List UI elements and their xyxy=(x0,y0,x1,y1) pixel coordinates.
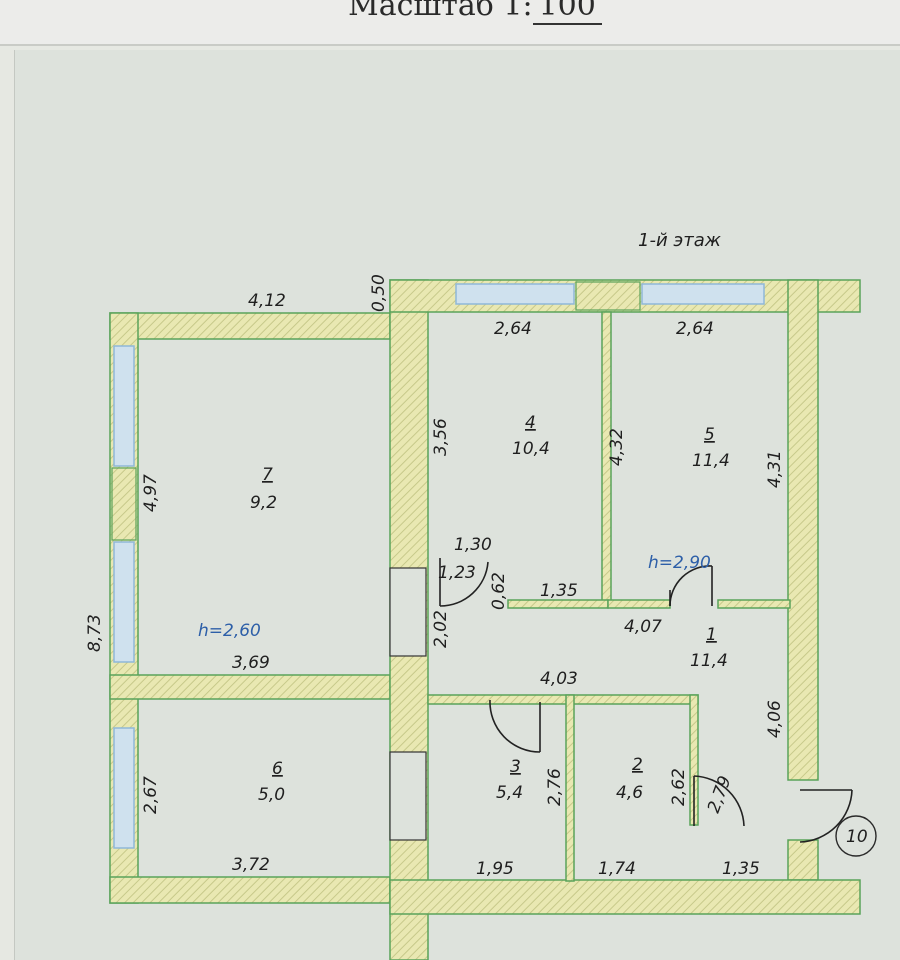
ceiling-height-right: h=2,90 xyxy=(648,553,711,573)
dim-4-12: 4,12 xyxy=(248,291,286,311)
wall-7-6 xyxy=(109,674,391,700)
window-piers xyxy=(111,281,641,541)
dimensions-vertical: 0,50 8,73 4,97 3,56 4,32 4,31 0,62 2,02 … xyxy=(85,274,785,816)
dim-2-64-b: 2,64 xyxy=(676,319,714,339)
room-5-number: 5 xyxy=(704,425,715,445)
dim-2-64-a: 2,64 xyxy=(494,319,532,339)
window-room-7-upper xyxy=(113,345,135,467)
window-room-6 xyxy=(113,727,135,849)
dim-2-02: 2,02 xyxy=(431,610,451,648)
page-header: Масштаб 1:100 xyxy=(0,0,900,46)
door-entrance xyxy=(799,789,853,843)
wall-left-top xyxy=(109,312,391,340)
wall-right-exterior xyxy=(787,279,819,781)
room-4-number: 4 xyxy=(525,413,536,433)
room-3-area: 5,4 xyxy=(496,783,523,803)
room-1-area: 11,4 xyxy=(690,651,728,671)
dim-1-35-b: 1,35 xyxy=(722,859,760,879)
windows xyxy=(113,283,765,849)
scale-value: 100 xyxy=(532,0,602,25)
door-room-4 xyxy=(439,558,489,607)
dimensions-horizontal: 4,12 2,64 2,64 1,30 1,23 1,35 4,07 3,69 … xyxy=(232,291,760,879)
dim-1-35-a: 1,35 xyxy=(540,581,578,601)
dim-4-97: 4,97 xyxy=(141,474,161,512)
pier-left xyxy=(111,467,137,541)
window-room-7-lower xyxy=(113,541,135,663)
opening-lower xyxy=(389,751,427,841)
room-4-area: 10,4 xyxy=(512,439,550,459)
opening-upper xyxy=(389,567,427,657)
wall-right-bottom xyxy=(389,879,861,915)
room-7-number: 7 xyxy=(262,465,273,485)
room-6-area: 5,0 xyxy=(258,785,285,805)
dim-2-62: 2,62 xyxy=(669,768,689,806)
dim-4-03: 4,03 xyxy=(540,669,578,689)
wall-3-2 xyxy=(565,694,575,882)
dim-4-07: 4,07 xyxy=(624,617,662,637)
wall-left-bottom xyxy=(109,876,391,904)
wall-right-lower xyxy=(787,839,819,881)
dim-3-56: 3,56 xyxy=(431,418,451,456)
room-7-area: 9,2 xyxy=(250,493,277,513)
ceiling-height-left: h=2,60 xyxy=(198,621,261,641)
dim-2-76: 2,76 xyxy=(545,768,565,806)
entrance-marker: 10 xyxy=(846,827,868,847)
walls xyxy=(109,279,861,960)
room-5-area: 11,4 xyxy=(692,451,730,471)
dim-4-31: 4,31 xyxy=(765,450,785,488)
dim-0-50: 0,50 xyxy=(369,274,389,312)
wall-openings xyxy=(389,567,427,841)
room-6-number: 6 xyxy=(272,759,283,779)
window-room-4 xyxy=(455,283,575,305)
window-room-5 xyxy=(641,283,765,305)
room-3-number: 3 xyxy=(510,757,521,777)
dim-1-74: 1,74 xyxy=(598,859,636,879)
dim-1-23: 1,23 xyxy=(438,563,476,583)
wall-5-bottom xyxy=(717,599,791,609)
room-2-area: 4,6 xyxy=(616,783,643,803)
entrance-marker-circle xyxy=(835,815,877,857)
dim-1-95: 1,95 xyxy=(476,859,514,879)
door-room-3 xyxy=(489,699,541,753)
room-1-number: 1 xyxy=(706,625,717,645)
scale-prefix: Масштаб 1: xyxy=(348,0,533,23)
pier-top xyxy=(575,281,641,311)
dim-0-62: 0,62 xyxy=(489,572,509,610)
door-room-5 xyxy=(669,565,713,607)
wall-5-bottom-left xyxy=(607,599,671,609)
wall-4-bottom xyxy=(507,599,609,609)
room-2-number: 2 xyxy=(632,755,643,775)
scale-title: Масштаб 1:100 xyxy=(348,0,602,25)
dim-4-32: 4,32 xyxy=(607,428,627,466)
dim-1-30: 1,30 xyxy=(454,535,492,555)
dim-3-69: 3,69 xyxy=(232,653,270,673)
dim-8-73: 8,73 xyxy=(85,614,105,652)
dim-3-72: 3,72 xyxy=(232,855,270,875)
dim-2-67: 2,67 xyxy=(141,776,161,814)
doors xyxy=(439,558,853,843)
floor-label: 1-й этаж xyxy=(638,230,722,251)
room-labels: 7 9,2 4 10,4 5 11,4 1 11,4 6 5,0 3 5,4 2… xyxy=(250,413,730,805)
wall-3-2-top xyxy=(427,694,699,705)
drawing-sheet xyxy=(14,50,900,960)
dim-4-06: 4,06 xyxy=(765,700,785,738)
door-room-2 xyxy=(693,775,745,827)
